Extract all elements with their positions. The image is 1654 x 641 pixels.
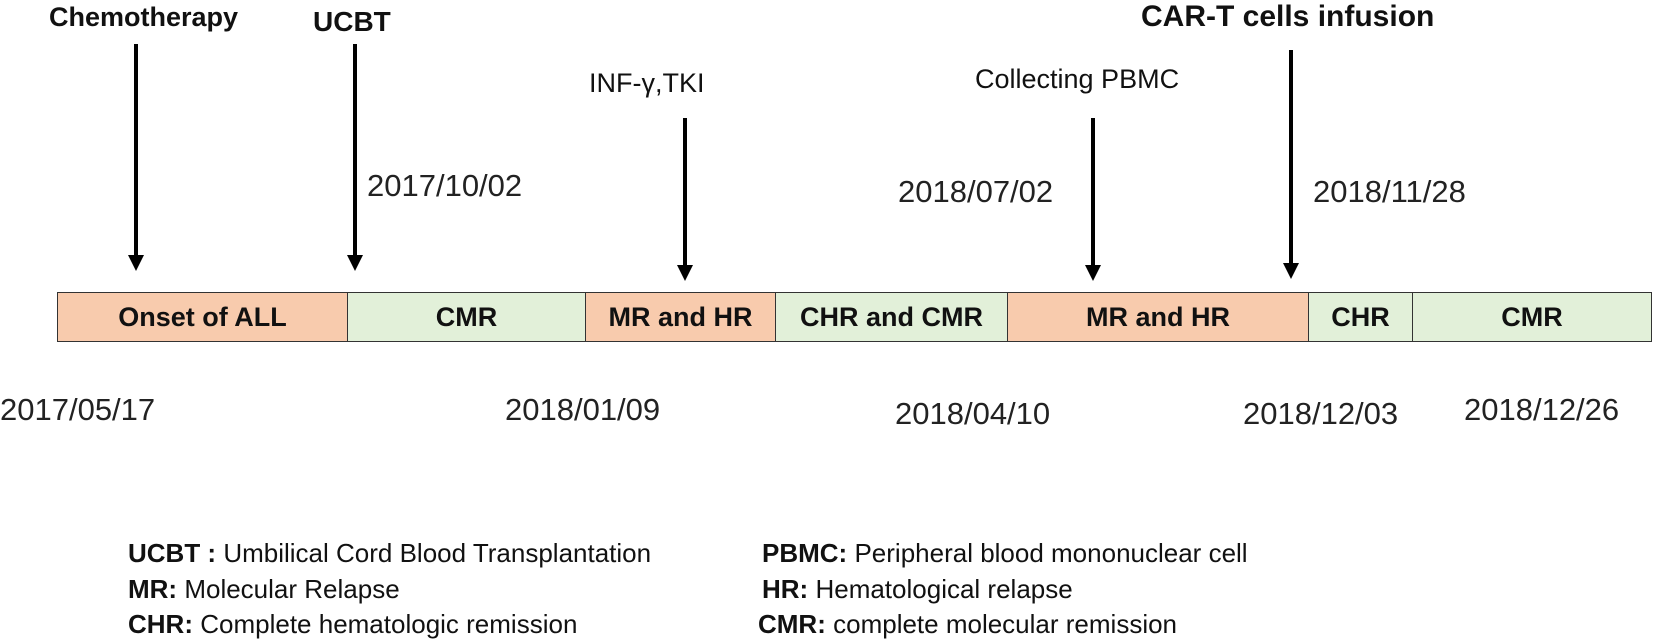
event-label-car-t: CAR-T cells infusion [1141, 0, 1435, 33]
date-2017-05-17: 2017/05/17 [0, 392, 156, 427]
legend-text: Complete hematologic remission [200, 609, 578, 639]
legend-text: Peripheral blood mononuclear cell [854, 538, 1248, 568]
date-2018-04-10: 2018/04/10 [895, 396, 1051, 431]
legend-pbmc: PBMC: Peripheral blood mononuclear cell [762, 538, 1248, 569]
legend-abbr: PBMC: [762, 538, 848, 568]
event-label-collecting-pbmc: Collecting PBMC [975, 64, 1180, 94]
legend-abbr: UCBT : [128, 538, 217, 568]
event-label-ucbt: UCBT [313, 6, 391, 37]
legend-text: Umbilical Cord Blood Transplantation [223, 538, 652, 568]
legend-mr: MR: Molecular Relapse [128, 574, 400, 605]
date-2018-01-09: 2018/01/09 [505, 392, 661, 427]
legend-cmr: CMR: complete molecular remission [758, 609, 1177, 640]
segment-chr-cmr: CHR and CMR [776, 293, 1008, 341]
legend-abbr: CHR: [128, 609, 193, 639]
legend-abbr: HR: [762, 574, 809, 604]
date-2018-12-03: 2018/12/03 [1243, 396, 1399, 431]
segment-chr: CHR [1309, 293, 1413, 341]
legend-text: Hematological relapse [815, 574, 1073, 604]
legend-abbr: CMR: [758, 609, 826, 639]
legend-text: Molecular Relapse [184, 574, 400, 604]
segment-onset-of-all: Onset of ALL [58, 293, 348, 341]
arrow-inf-tki [683, 118, 687, 266]
arrow-ucbt [353, 44, 357, 256]
date-2017-10-02: 2017/10/02 [367, 168, 523, 203]
segment-mr-hr-2: MR and HR [1008, 293, 1309, 341]
date-2018-12-26: 2018/12/26 [1464, 392, 1620, 427]
arrow-car-t [1289, 50, 1293, 264]
arrow-collecting-pbmc [1091, 118, 1095, 266]
segment-mr-hr-1: MR and HR [586, 293, 776, 341]
timeline-bar: Onset of ALL CMR MR and HR CHR and CMR M… [57, 292, 1652, 342]
legend-chr: CHR: Complete hematologic remission [128, 609, 577, 640]
segment-cmr-2: CMR [1413, 293, 1651, 341]
event-label-inf-tki: INF-γ,TKI [589, 68, 705, 98]
legend-text: complete molecular remission [833, 609, 1178, 639]
legend-ucbt: UCBT : Umbilical Cord Blood Transplantat… [128, 538, 651, 569]
legend-hr: HR: Hematological relapse [762, 574, 1073, 605]
legend-abbr: MR: [128, 574, 178, 604]
date-2018-11-28: 2018/11/28 [1313, 174, 1466, 209]
date-2018-07-02: 2018/07/02 [898, 174, 1054, 209]
event-label-chemotherapy: Chemotherapy [49, 2, 239, 32]
segment-cmr-1: CMR [348, 293, 586, 341]
arrow-chemotherapy [134, 44, 138, 256]
